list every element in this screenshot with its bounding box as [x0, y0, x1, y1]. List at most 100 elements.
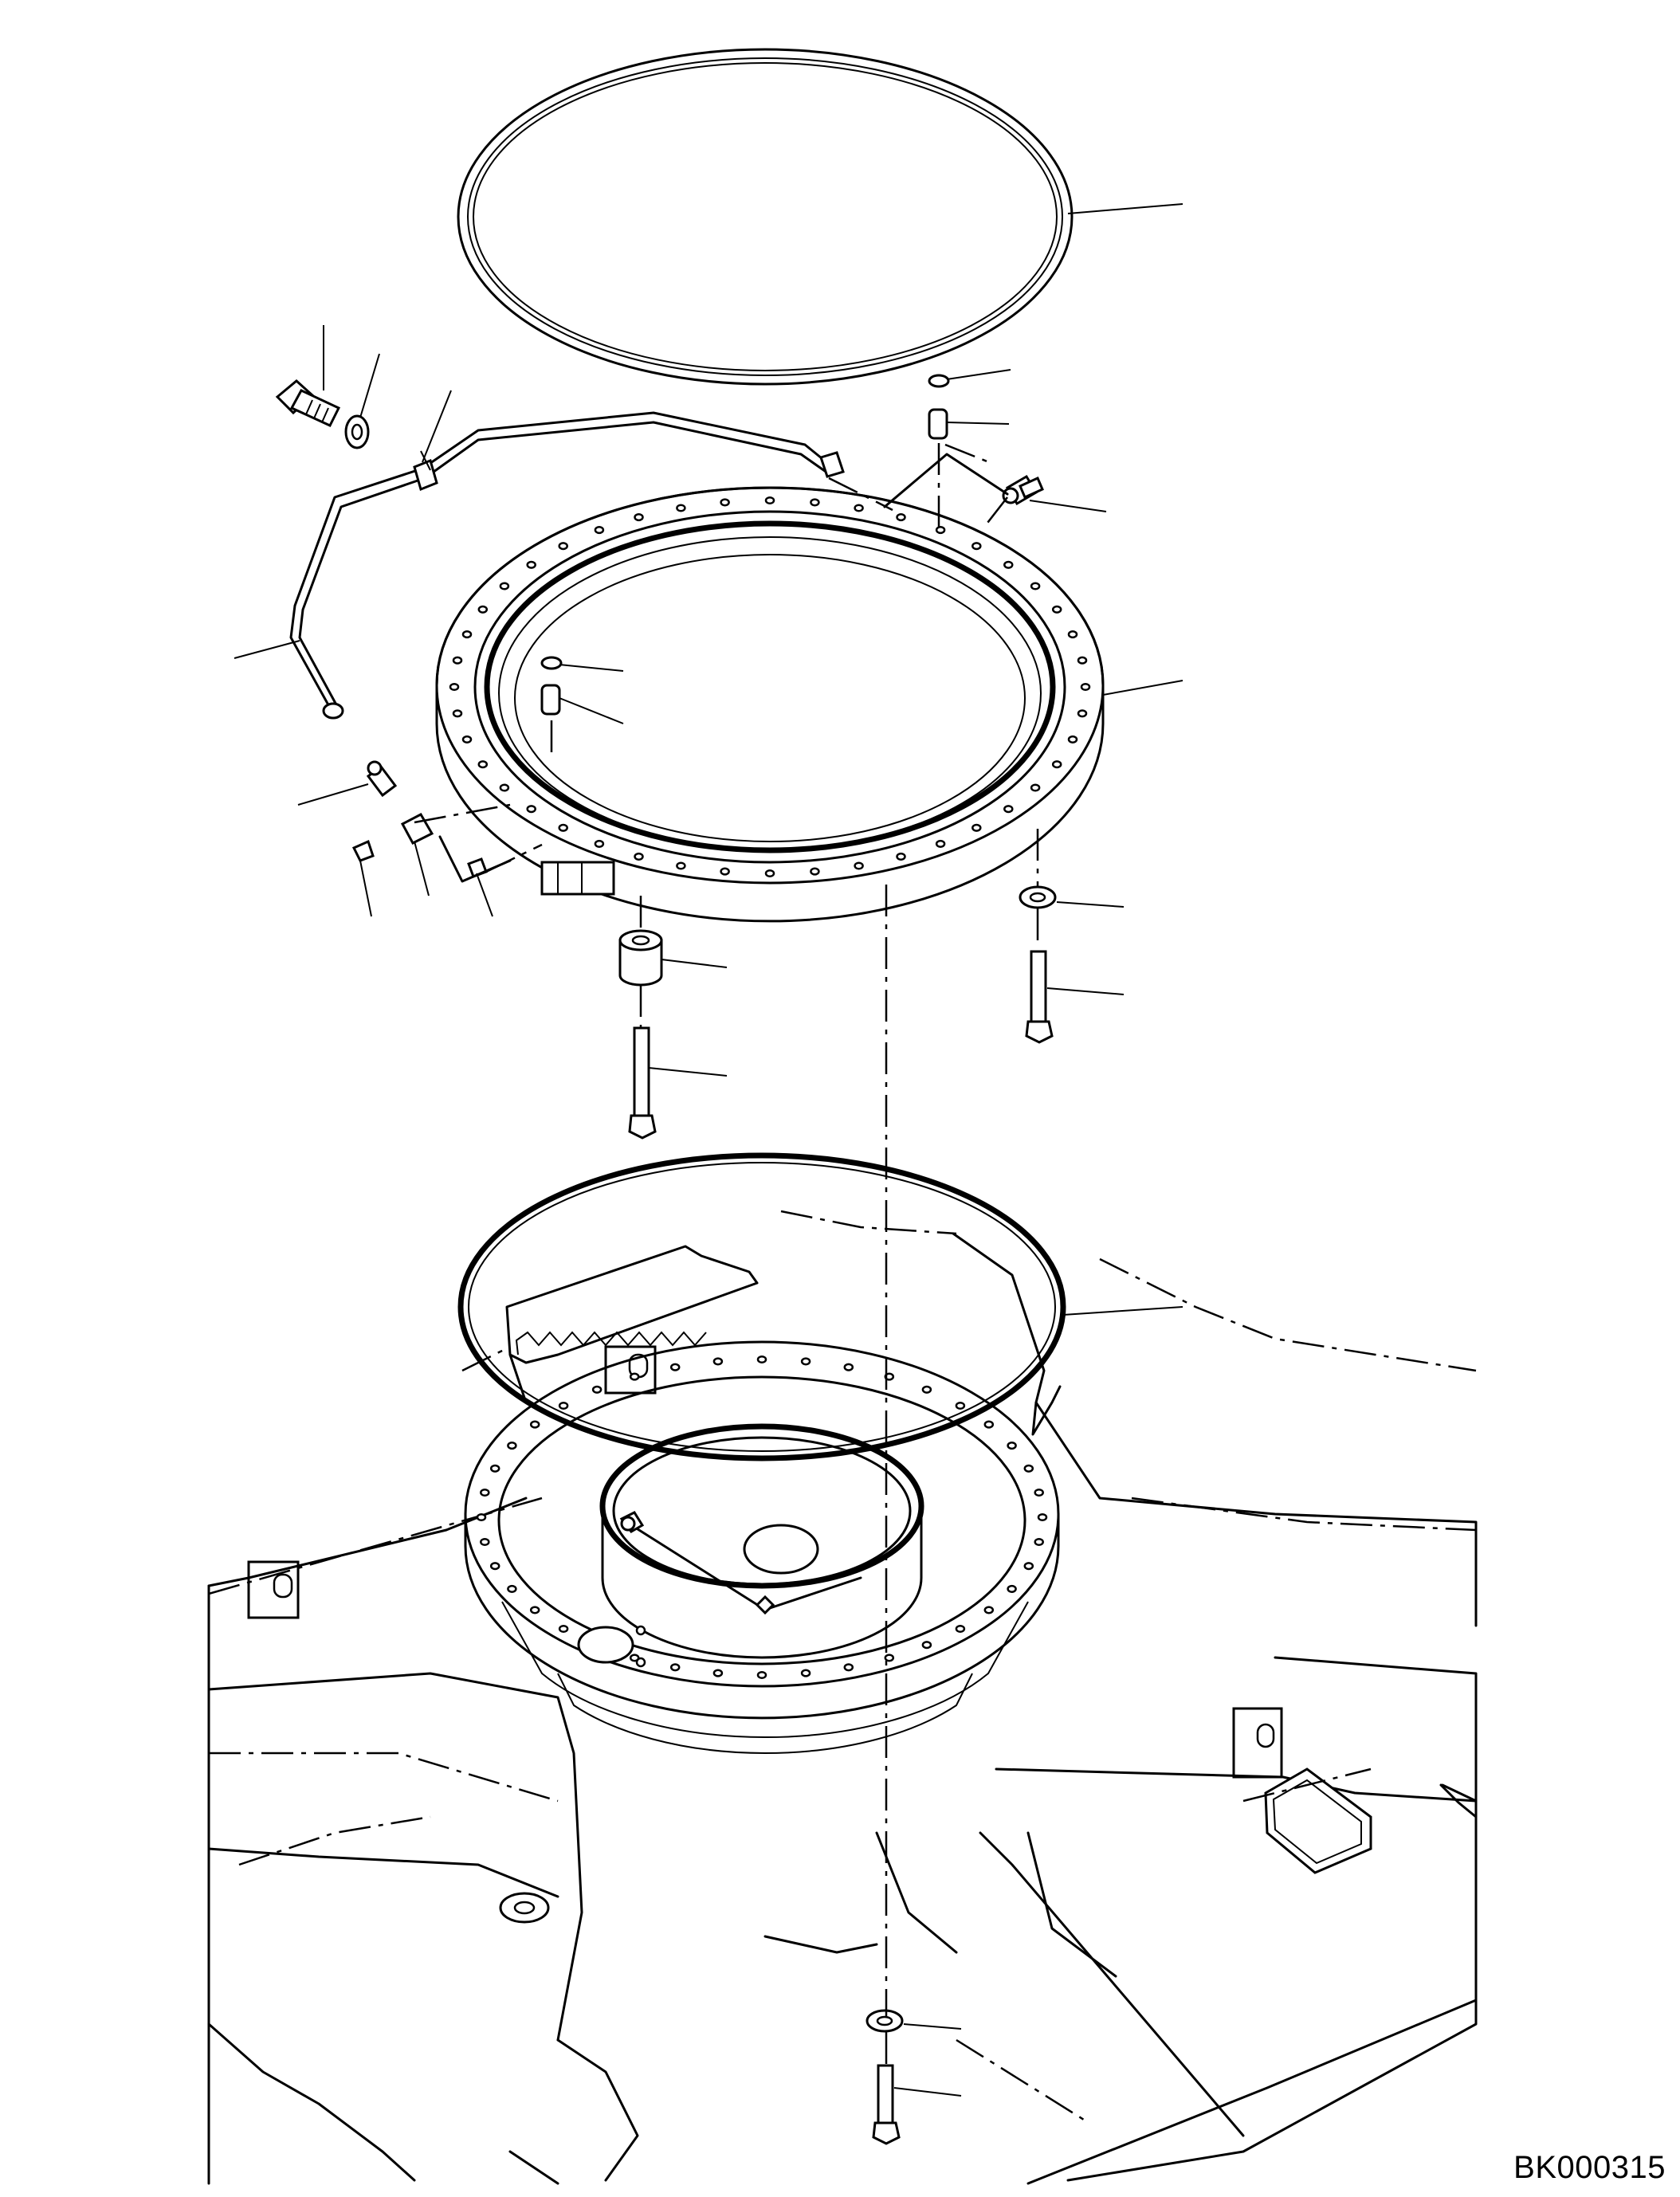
mount-bolt-hole — [507, 1584, 517, 1593]
inner-cap — [540, 656, 563, 670]
grease-pipe — [289, 411, 845, 720]
grease-plug-left — [351, 839, 375, 862]
mount-bolt-hole — [1037, 1512, 1048, 1522]
mount-bolt-hole — [983, 1420, 995, 1429]
mount-bolt-hole — [712, 1669, 724, 1677]
bearing-bolt-hole — [594, 526, 605, 535]
bolt-top-left — [275, 379, 341, 427]
mount-bolt-hole — [529, 1420, 540, 1429]
drawing-code-label: BK000315 — [1513, 2150, 1666, 2185]
mount-bolt-hole — [669, 1663, 681, 1672]
bearing-bolt-hole — [558, 823, 568, 832]
washer-bottom — [866, 2009, 904, 2033]
mount-bolt-hole — [1007, 1442, 1017, 1450]
mount-bolt-hole — [529, 1606, 540, 1614]
inner-pin — [540, 684, 561, 716]
bearing-bolt-hole — [526, 560, 536, 569]
bearing-bolt-hole — [720, 498, 730, 507]
bearing-bolt-hole — [764, 869, 775, 878]
mount-bolt-hole — [591, 1385, 603, 1394]
mount-bolt-hole — [800, 1669, 811, 1677]
bearing-bolt-hole — [449, 682, 460, 692]
bearing-bolt-hole — [1051, 605, 1062, 614]
mount-bolt-hole — [983, 1606, 995, 1614]
bearing-bolt-hole — [526, 805, 536, 814]
pin-top-right — [928, 408, 948, 440]
mount-bolt-hole — [1034, 1488, 1044, 1497]
mount-bolt-hole — [1034, 1537, 1044, 1547]
bearing-bolt-hole — [1030, 582, 1041, 590]
lower-seal-ring — [457, 1152, 1066, 1461]
bolt-bottom — [872, 2064, 901, 2145]
mount-bolt-hole — [480, 1488, 490, 1497]
swing-circle-bearing — [435, 486, 1105, 923]
bearing-bolt-hole — [676, 861, 686, 870]
bearing-bolt-hole — [1067, 630, 1078, 639]
top-seal-ring — [457, 48, 1074, 386]
bolt-right — [1025, 950, 1054, 1044]
mount-bolt-hole — [955, 1401, 966, 1410]
mount-bolt-hole — [558, 1624, 569, 1634]
revolving-frame — [207, 1210, 1478, 2185]
spacer-collar — [618, 929, 663, 987]
mount-bolt-hole — [476, 1512, 487, 1522]
bearing-bolt-hole — [1003, 805, 1014, 814]
bearing-bolt-hole — [854, 861, 864, 870]
swing-machinery-mount — [464, 1340, 1060, 1754]
bearing-bolt-hole — [452, 709, 463, 718]
bearing-bolt-hole — [461, 735, 473, 743]
mount-bolt-hole — [1023, 1562, 1034, 1571]
mount-bolt-hole — [558, 1401, 569, 1410]
mount-bolt-hole — [480, 1537, 490, 1547]
mount-bolt-hole — [507, 1442, 517, 1450]
bearing-bolt-hole — [720, 867, 730, 876]
mount-bolt-hole — [843, 1663, 854, 1672]
bearing-bolt-hole — [499, 582, 510, 590]
mount-bolt-holes — [476, 1355, 1048, 1680]
bearing-bolt-hole — [1077, 656, 1088, 665]
bearing-bolt-hole — [1067, 735, 1078, 743]
bearing-bolt-hole — [935, 839, 946, 848]
mount-bolt-hole — [629, 1654, 640, 1662]
mount-bolt-hole — [955, 1624, 966, 1634]
pipe-fitting-elbow — [366, 760, 434, 845]
bearing-bolt-hole — [764, 496, 775, 505]
elbow-fitting-right — [1002, 474, 1044, 506]
bearing-bolt-hole — [1003, 560, 1014, 569]
bearing-bolt-hole — [634, 852, 644, 861]
bearing-bolt-hole — [854, 504, 864, 512]
mount-bolt-hole — [629, 1372, 640, 1381]
bearing-bolt-hole — [810, 498, 820, 507]
bearing-bolt-hole — [1051, 760, 1062, 769]
bearing-bolt-hole — [971, 542, 982, 551]
bearing-bolt-hole — [499, 783, 510, 792]
bearing-bolt-hole — [558, 542, 568, 551]
bearing-bolt-hole — [896, 852, 906, 861]
bearing-bolt-hole — [461, 630, 473, 639]
long-bolt-middle — [628, 1026, 657, 1140]
mount-bolt-hole — [1023, 1464, 1034, 1473]
bearing-bolt-hole — [971, 823, 982, 832]
bearing-bolt-hole — [935, 526, 946, 535]
mount-bolt-hole — [756, 1355, 767, 1364]
bearing-bolt-hole — [1080, 682, 1091, 692]
mount-bolt-hole — [756, 1670, 767, 1680]
bearing-bolt-hole — [452, 656, 463, 665]
mount-bolt-hole — [489, 1464, 500, 1473]
bearing-bolt-hole — [477, 605, 489, 614]
bearing-bolt-hole — [477, 760, 489, 769]
mount-bolt-hole — [921, 1641, 932, 1650]
bearing-bolt-hole — [634, 513, 644, 522]
bearing-bolt-hole — [810, 867, 820, 876]
mount-bolt-hole — [843, 1363, 854, 1371]
washer-top-left — [344, 414, 370, 449]
mount-bolt-hole — [1007, 1584, 1017, 1593]
alignment-lines — [414, 443, 1039, 2064]
leader-lines — [234, 203, 1183, 2097]
mount-bolt-hole — [489, 1562, 500, 1571]
mount-bolt-hole — [921, 1385, 932, 1394]
mount-bolt-hole — [884, 1654, 895, 1662]
bearing-bolt-holes — [449, 496, 1091, 878]
mount-bolt-hole — [800, 1357, 811, 1366]
